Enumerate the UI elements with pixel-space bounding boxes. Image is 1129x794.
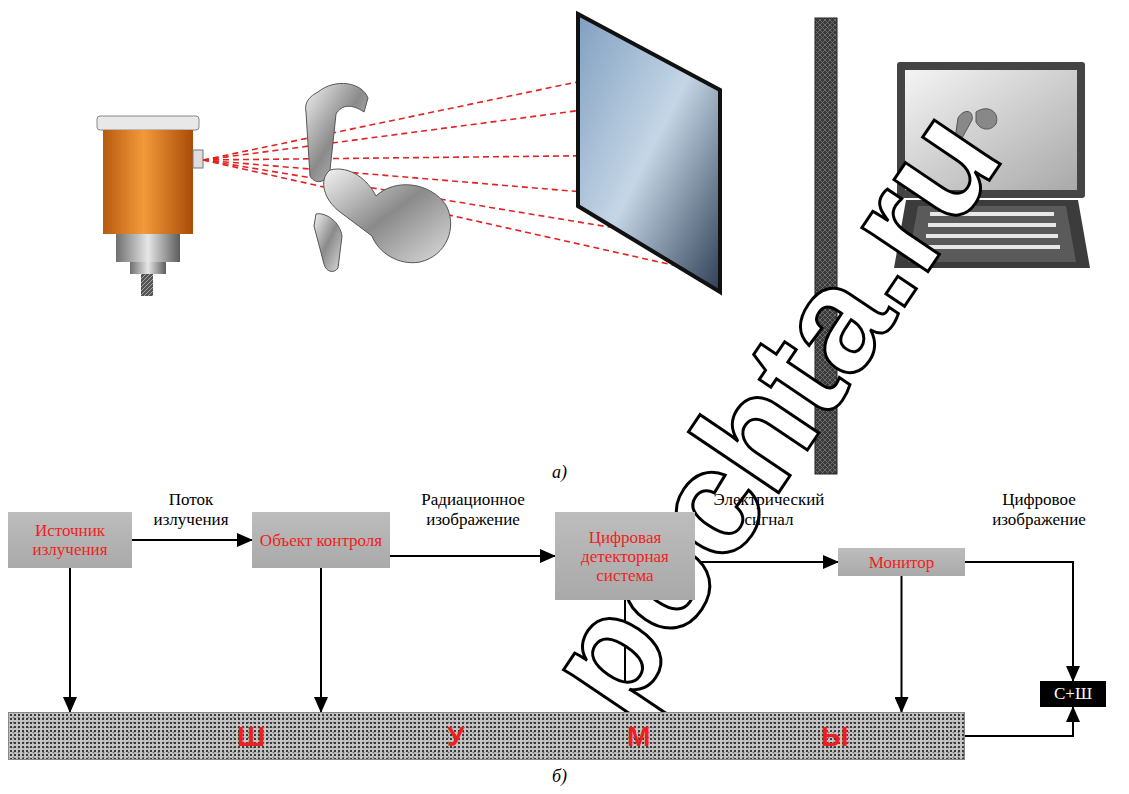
source-base [116,234,180,262]
box-text: Источник излучения [14,521,126,559]
signal-arrow [320,568,322,712]
noise-band: ШУМЫ [8,712,965,760]
source-cable [141,274,153,296]
object-bell [324,169,451,263]
source-window [193,150,203,168]
signal-arrow [901,576,903,712]
xray-source [97,116,203,296]
ray [203,72,625,160]
sum-box: С+Ш [1040,681,1106,707]
noise-letter: Ы [821,721,848,753]
source-body [103,130,193,234]
edge-label: Поток излучения [134,490,248,530]
source-neck [130,262,166,274]
process-box: Источник излучения [8,512,132,568]
signal-arrow [965,707,1073,736]
object-arm [306,83,368,181]
edge-label: Цифровое изображение [966,490,1112,530]
watermark: pochta.ru [514,82,1029,738]
edge-label: Электрический сигнал [698,490,840,530]
noise-letter: У [447,721,464,753]
box-text: Цифровая детекторная система [561,528,689,585]
test-object [306,83,451,271]
signal-arrow [390,555,555,557]
box-text: Монитор [869,553,935,572]
process-box: Цифровая детекторная система [555,512,695,600]
signal-arrow [69,568,71,712]
process-box: Объект контроля [252,512,390,568]
noise-letter: М [627,721,650,753]
object-stem [314,214,342,272]
edge-label: Радиационное изображение [393,490,553,530]
box-text: Объект контроля [260,531,382,550]
noise-letter: Ш [237,721,265,753]
ray [203,104,628,160]
signal-arrow [965,562,1073,681]
digital-detector-panel [578,14,720,292]
source-cap [97,116,199,130]
box-text: С+Ш [1054,684,1092,704]
part-label: б) [552,766,567,787]
process-box: Монитор [838,548,965,576]
part-label: а) [552,462,567,483]
signal-arrow [132,539,252,541]
